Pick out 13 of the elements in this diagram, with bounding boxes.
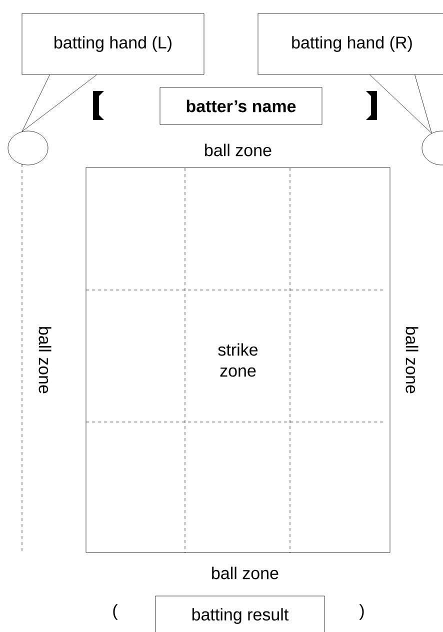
ball-zone-label: ball zone: [205, 144, 272, 156]
result-box: batting result: [155, 596, 325, 632]
ball-zone-label: ball zone: [406, 327, 418, 394]
ball-zone-label: ball zone: [38, 327, 52, 394]
callout-box: batting hand (L): [22, 13, 204, 75]
strike-zone-grid: strike zone: [86, 167, 390, 553]
parenthesis: (: [113, 604, 118, 620]
ball-zone-label: ball zone: [212, 566, 278, 580]
callout-pointer: [370, 74, 432, 134]
callout-box: batting hand (R): [258, 13, 443, 75]
hand-circle: [8, 130, 48, 166]
parenthesis: ): [359, 604, 364, 620]
name-box: batter’s name: [160, 87, 322, 125]
